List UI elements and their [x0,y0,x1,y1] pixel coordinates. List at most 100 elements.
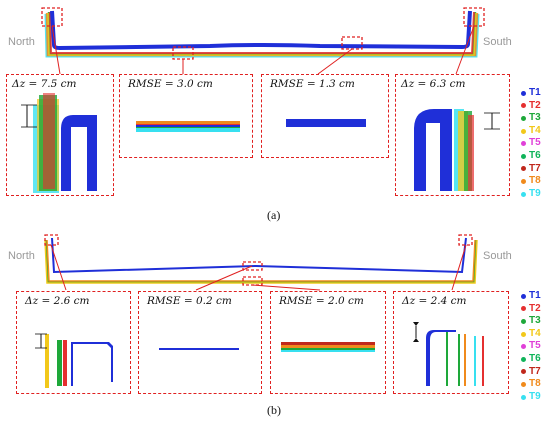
inset-a-1: Δz = 7.5 cm [6,74,114,196]
legend-text: T8 [529,378,541,390]
inset-b-4-plot [413,322,484,386]
inset-b-1-label: Δz = 2.6 cm [25,295,90,307]
legend-item-t2: T2 [521,100,541,113]
connector-1-a [51,25,61,75]
legend-item-t7: T7 [521,163,541,176]
inset-b-1: Δz = 2.6 cm [16,291,131,394]
legend-item-t3: T3 [521,112,541,125]
zoom-box-north-b [44,234,59,246]
profile-trace-t1-b [51,237,467,274]
connector-4-b [451,244,467,291]
connector-4-a [455,25,475,75]
legend-text: T9 [529,390,541,402]
legend-text: T5 [529,137,541,149]
inset-a-1-plot [21,93,97,193]
legend-marker-icon [521,191,526,197]
profile-overview-b [44,234,478,291]
connector-3-b [251,284,321,291]
legend-marker-icon [521,381,526,387]
legend-marker-icon [521,166,526,172]
connector-3-a [317,48,353,75]
inset-b-3-plot [281,342,375,352]
legend-marker-icon [521,128,526,134]
inset-a-3-label: RMSE = 1.3 cm [270,78,355,90]
profile-trace-t1-a [50,10,472,51]
legend-item-t8: T8 [521,175,541,188]
legend-text: T4 [529,124,541,136]
inset-a-2: RMSE = 3.0 cm [119,74,253,158]
legend-a: T1 T2 T3 T4 T5 T6 T7 T8 T9 [521,87,541,200]
legend-text: T5 [529,340,541,352]
legend-text: T6 [529,352,541,364]
legend-item-t4: T4 [521,328,541,341]
inset-b-3-label: RMSE = 2.0 cm [279,295,364,307]
inset-a-1-label: Δz = 7.5 cm [12,78,77,90]
legend-marker-icon [521,369,526,375]
legend-item-t5: T5 [521,137,541,150]
zoom-box-south-b [458,234,473,246]
north-label-a: North [8,36,35,48]
connector-1-b [50,244,67,291]
inset-a-3-plot [286,119,366,127]
legend-text: T1 [529,290,541,301]
inset-b-4: Δz = 2.4 cm [393,291,509,394]
legend-marker-icon [521,331,526,337]
legend-marker-icon [521,153,526,159]
inset-a-4-plot [414,109,500,191]
inset-a-2-label: RMSE = 3.0 cm [128,78,213,90]
legend-item-t6: T6 [521,150,541,163]
inset-b-2-label: RMSE = 0.2 cm [147,295,232,307]
legend-item-t1: T1 [521,290,541,303]
caption-b: (b) [267,403,281,417]
legend-text: T4 [529,327,541,339]
inset-b-2: RMSE = 0.2 cm [138,291,262,394]
south-label-a: South [483,36,512,48]
corner-cloud [33,93,97,193]
legend-text: T9 [529,187,541,199]
inset-b-4-label: Δz = 2.4 cm [402,295,467,307]
legend-item-t1: T1 [521,87,541,100]
legend-text: T2 [529,302,541,314]
legend-marker-icon [521,394,526,400]
north-label-b: North [8,250,35,262]
legend-text: T3 [529,112,541,124]
legend-marker-icon [521,115,526,121]
south-label-b: South [483,250,512,262]
inset-b-3: RMSE = 2.0 cm [270,291,386,394]
legend-item-t5: T5 [521,340,541,353]
legend-marker-icon [521,103,526,109]
legend-text: T6 [529,149,541,161]
caption-a: (a) [267,208,281,222]
profile-trace-t4-a [47,12,477,56]
legend-item-t9: T9 [521,188,541,201]
profile-trace-t8-b [46,239,476,282]
inset-a-4-label: Δz = 6.3 cm [401,78,466,90]
legend-item-t7: T7 [521,366,541,379]
legend-marker-icon [521,318,526,324]
profile-trace-t9-a [44,13,480,58]
legend-text: T2 [529,99,541,111]
zoom-box-mid-left-b [242,261,263,271]
legend-item-t3: T3 [521,315,541,328]
profile-trace-t4-b [44,239,478,284]
connector-2-b [195,265,253,291]
profile-trace-t2-a [49,11,475,54]
legend-marker-icon [521,356,526,362]
legend-text: T3 [529,315,541,327]
legend-text: T1 [529,87,541,98]
inset-a-2-plot [136,121,240,132]
legend-text: T8 [529,175,541,187]
legend-item-t8: T8 [521,378,541,391]
legend-marker-icon [521,293,526,299]
legend-marker-icon [521,141,526,147]
legend-item-t9: T9 [521,391,541,404]
legend-marker-icon [521,344,526,350]
legend-text: T7 [529,162,541,174]
inset-b-2-plot [159,348,239,350]
legend-item-t6: T6 [521,353,541,366]
inset-a-3: RMSE = 1.3 cm [261,74,389,158]
legend-marker-icon [521,90,526,96]
legend-marker-icon [521,178,526,184]
inset-a-4: Δz = 6.3 cm [395,74,510,196]
